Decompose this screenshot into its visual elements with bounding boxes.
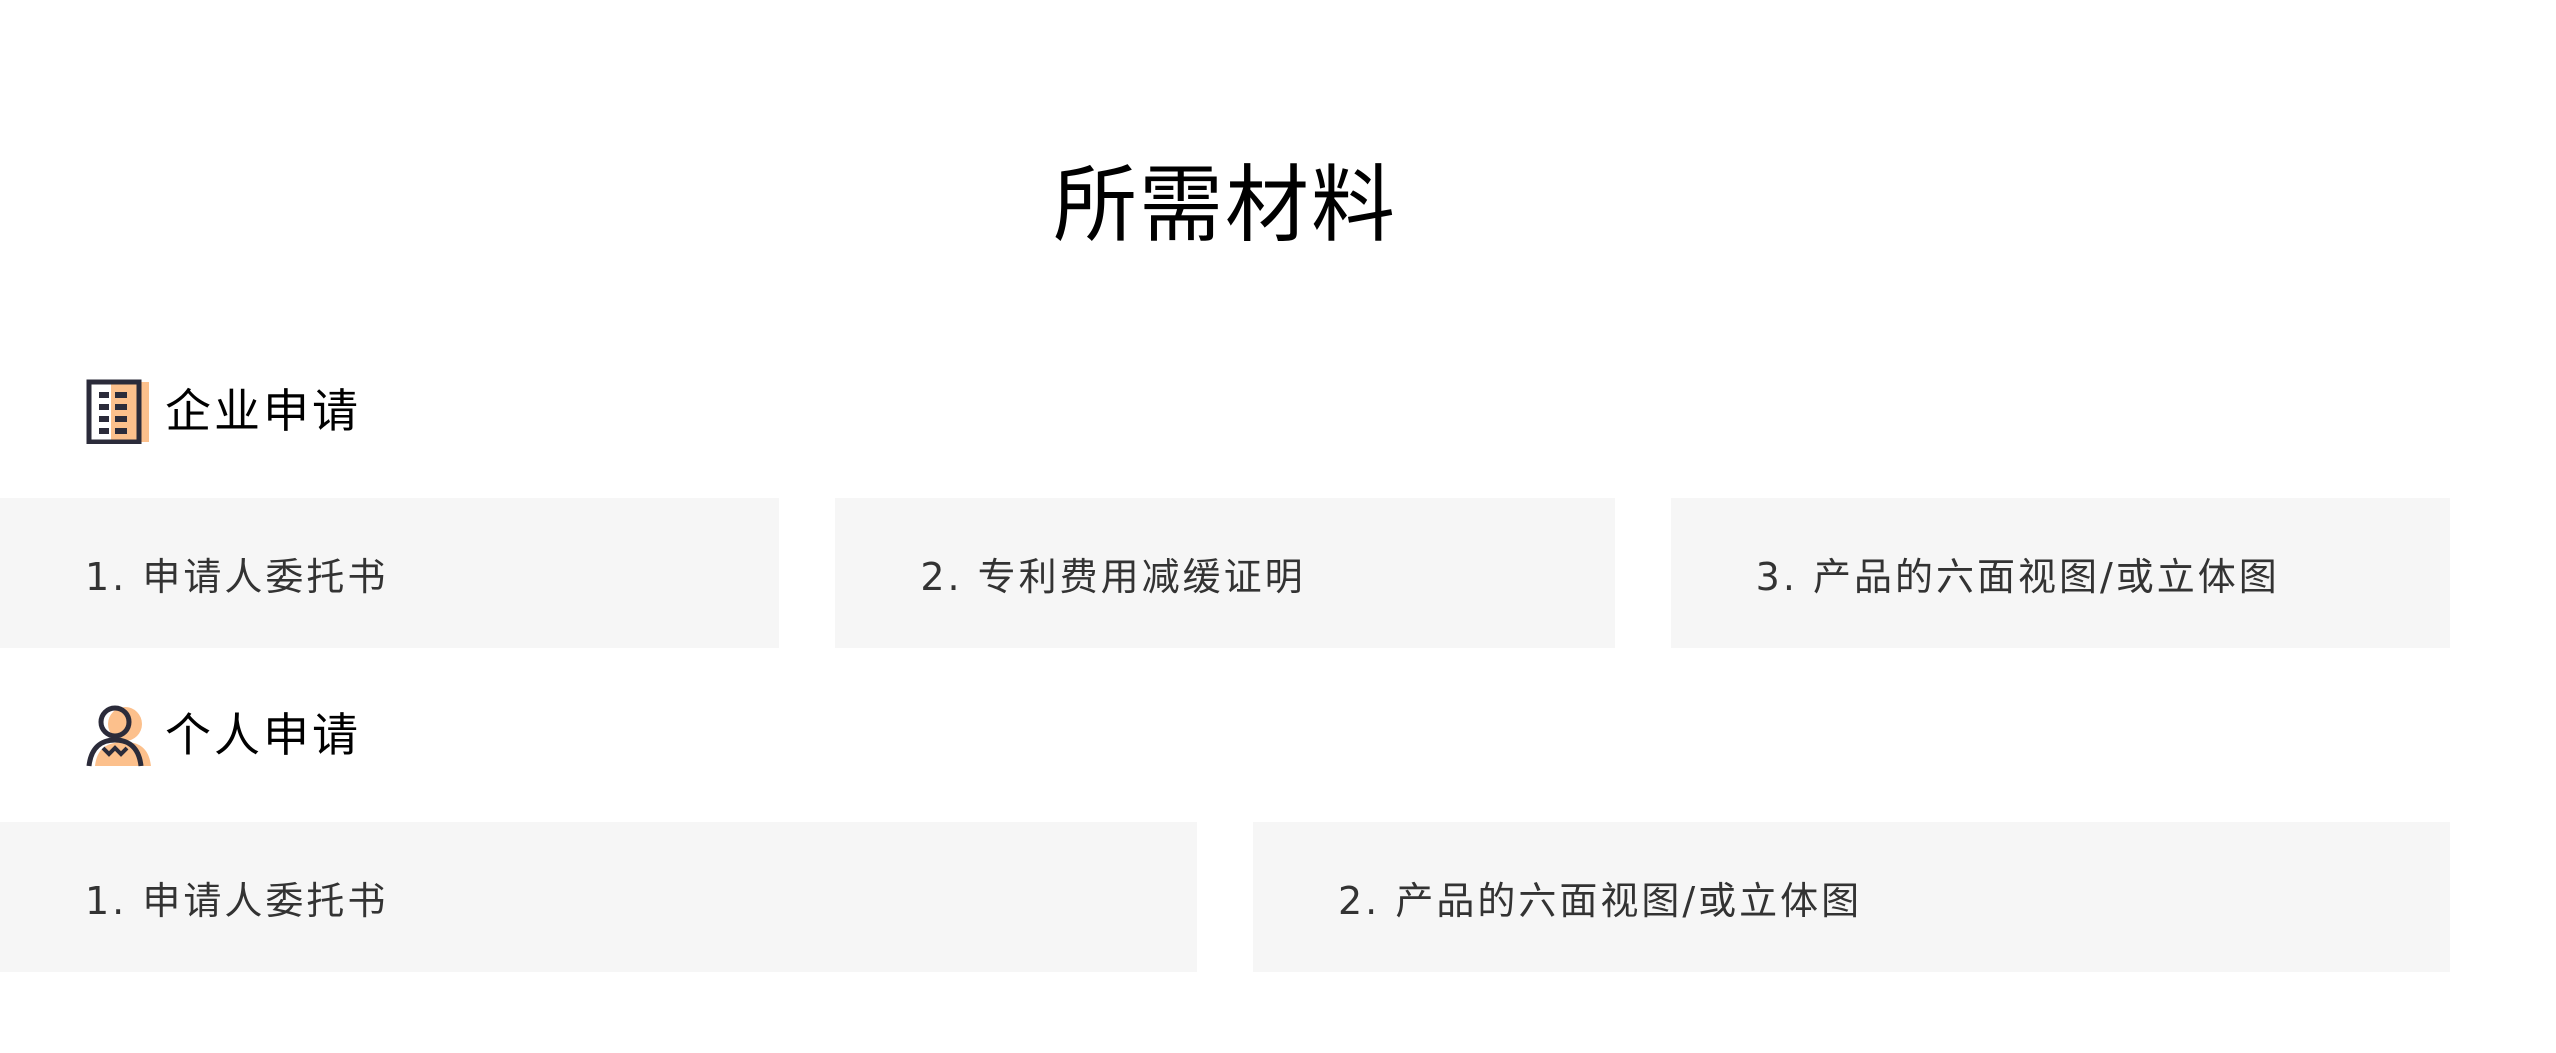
list-item-text: 1. 申请人委托书 (85, 554, 389, 599)
building-icon (86, 379, 149, 444)
list-item-text: 2. 专利费用减缓证明 (920, 554, 1306, 599)
section-heading-personal: 个人申请 (85, 700, 361, 770)
person-icon (86, 705, 151, 767)
list-item: 1. 申请人委托书 (0, 498, 780, 648)
list-item: 1. 申请人委托书 (0, 822, 1197, 972)
enterprise-materials-list: 1. 申请人委托书 2. 专利费用减缓证明 3. 产品的六面视图/或立体图 (0, 498, 2450, 648)
section-heading-label: 企业申请 (165, 384, 361, 438)
list-item-text: 3. 产品的六面视图/或立体图 (1755, 554, 2280, 599)
personal-materials-list: 1. 申请人委托书 2. 产品的六面视图/或立体图 (0, 822, 2450, 972)
list-item: 2. 产品的六面视图/或立体图 (1253, 822, 2450, 972)
section-heading-enterprise: 企业申请 (85, 376, 361, 446)
page-title: 所需材料 (1052, 156, 1397, 254)
list-item: 2. 专利费用减缓证明 (835, 498, 1615, 648)
list-item-text: 1. 申请人委托书 (85, 878, 389, 923)
list-item-text: 2. 产品的六面视图/或立体图 (1338, 878, 1863, 923)
list-item: 3. 产品的六面视图/或立体图 (1670, 498, 2450, 648)
section-heading-label: 个人申请 (165, 708, 361, 762)
